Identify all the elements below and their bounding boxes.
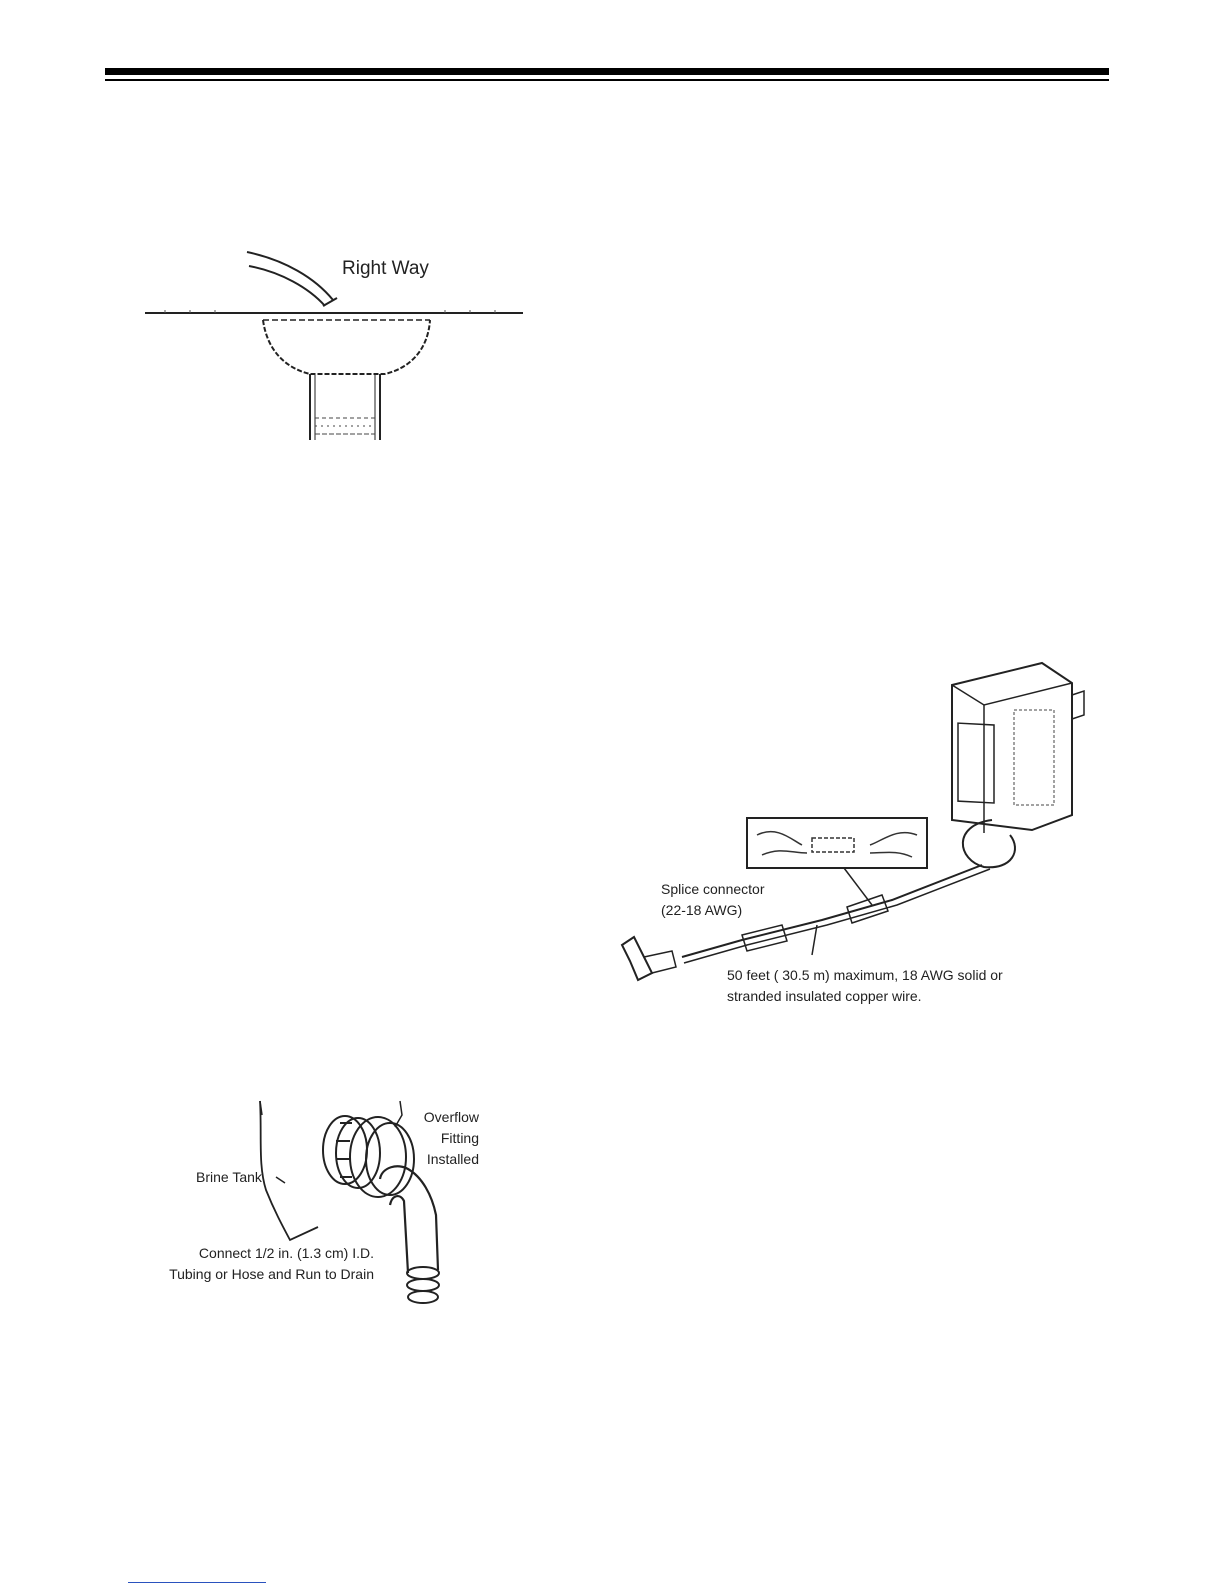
footer-link-underline [128, 1582, 266, 1583]
header-rule-thick [105, 68, 1109, 75]
overflow-fitting-label: Overflow Fitting Installed [415, 1107, 479, 1170]
drain-figure: Right Way [145, 240, 535, 445]
wiring-figure: Splice connector (22-18 AWG) 50 feet ( 3… [612, 655, 1092, 985]
wire-spec-label: 50 feet ( 30.5 m) maximum, 18 AWG solid … [727, 965, 1003, 1007]
header-rule-thin [105, 79, 1109, 81]
brine-tank-label: Brine Tank [196, 1167, 262, 1188]
connect-tubing-label: Connect 1/2 in. (1.3 cm) I.D. Tubing or … [150, 1243, 374, 1285]
wiring-illustration [612, 655, 1092, 985]
overflow-figure: Overflow Fitting Installed Brine Tank Co… [150, 1095, 490, 1310]
drain-illustration [145, 240, 535, 445]
right-way-label: Right Way [342, 258, 429, 280]
splice-connector-label: Splice connector (22-18 AWG) [661, 879, 765, 921]
